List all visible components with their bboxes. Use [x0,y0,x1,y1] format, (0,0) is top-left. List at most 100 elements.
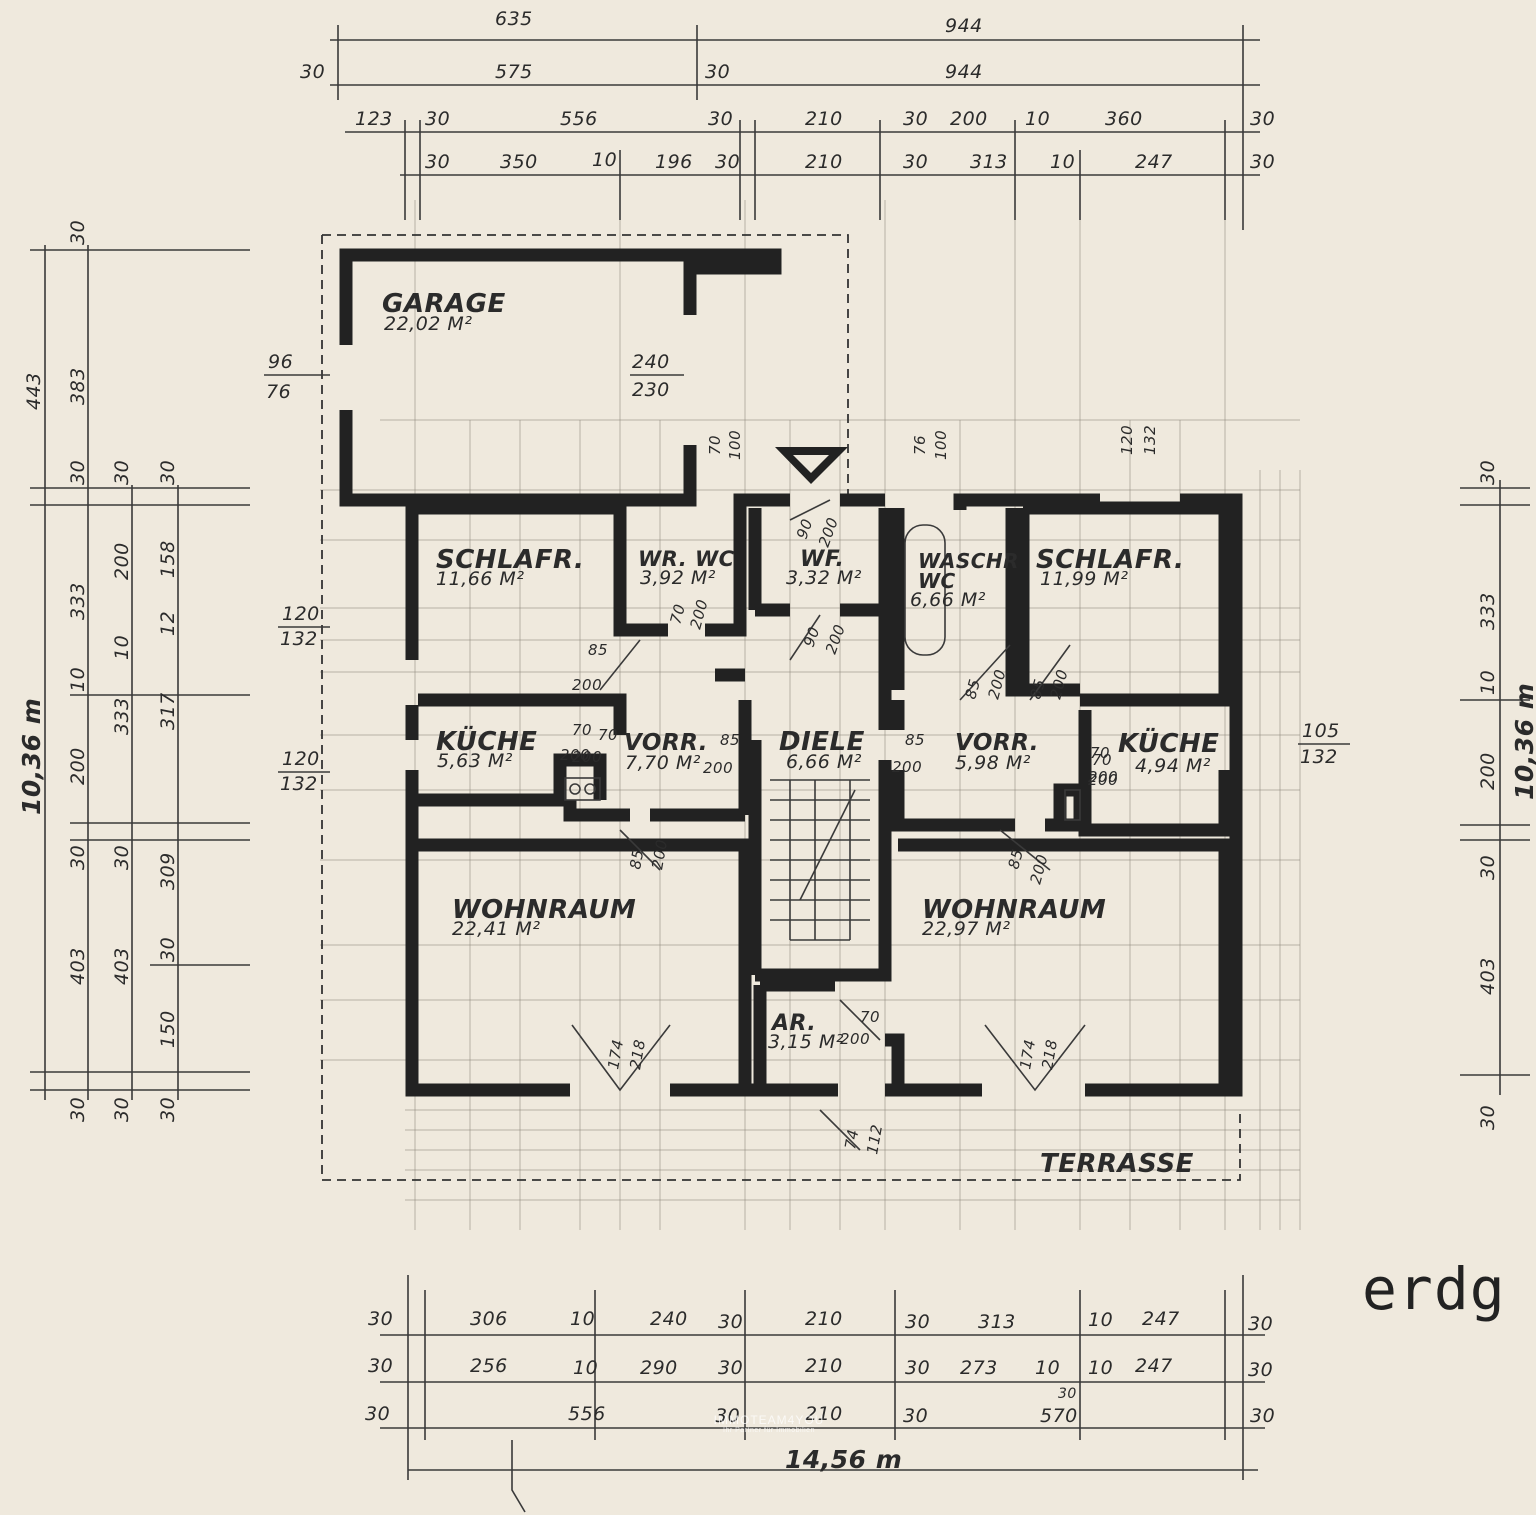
dim-bottom: 30 [905,1311,930,1333]
dim-bottom: 210 [805,1355,843,1377]
door-dim: 85 [1004,847,1027,871]
dim-left: 333 [67,582,89,620]
dim-bottom: 30 [715,1405,740,1427]
dim-top: 10 [592,149,617,171]
diele-label: DIELE [779,727,865,757]
dim-right: 30 [1477,855,1499,880]
dim-bottom: 247 [1135,1355,1173,1377]
total-height-left: 10,36 m [17,698,46,815]
dim-left: 383 [67,367,89,405]
entrance-marker [775,447,848,484]
door-dim: 90 [793,516,817,541]
dim-top: 123 [355,108,393,130]
left-dims: 443 10,36 m 30 383 30 333 10 200 30 403 … [17,220,179,1122]
door-dim: 70 [666,602,689,626]
dim-bottom: 306 [470,1308,508,1330]
window-note: 96 [268,351,293,373]
dim-left: 30 [157,1097,179,1122]
dim-top: 196 [655,151,693,173]
door-dim: 200 [703,759,733,777]
dim-bottom: 30 [1250,1405,1275,1427]
dim-top: 30 [903,108,928,130]
door-dim: 200 [1088,771,1118,789]
storage-area: 3,15 M² [768,1031,844,1053]
stove [564,777,601,801]
dim-bottom: 30 [1248,1313,1273,1335]
kitchen-left-area: 5,63 M² [437,750,513,772]
dim-right: 403 [1477,957,1499,995]
dim-top: 247 [1135,151,1173,173]
laundry-area: 6,66 M² [910,589,986,611]
dim-right: 30 [1477,460,1499,485]
window-note: 132 [280,773,318,795]
dim-bottom: 210 [805,1308,843,1330]
dim-top: 30 [705,61,730,83]
dim-top: 30 [715,151,740,173]
watermark-tagline: Ihr Partner für Immobilien [723,1427,815,1434]
dim-left: 30 [111,845,133,870]
dim-top: 944 [945,61,983,83]
dim-left: 333 [111,697,133,735]
window-note: 120 [1118,425,1136,455]
window-note: 230 [632,379,670,401]
door-dim: 200 [815,515,842,549]
door-dim: 85 [1026,677,1049,701]
dim-left: 443 [23,372,45,410]
dim-top: 210 [805,151,843,173]
bedroom-left-area: 11,66 M² [436,568,524,590]
living-right-label: WOHNRAUM [922,895,1106,925]
garage-area: 22,02 M² [384,313,472,335]
door-dim: 174 [1016,1038,1039,1071]
dim-left: 309 [157,852,179,890]
window-note: 100 [932,430,950,460]
walls [339,248,1243,1097]
dim-bottom: 273 [960,1357,998,1379]
door-dim: 85 [961,677,984,701]
dim-top: 350 [500,151,538,173]
storage-label: AR. [770,1011,816,1036]
door-dim: 174 [604,1038,627,1071]
dim-right: 10 [1477,670,1499,695]
dim-left: 30 [157,937,179,962]
dim-left: 30 [157,460,179,485]
hall-right-area: 5,98 M² [955,752,1031,774]
dim-bottom: 30 [905,1357,930,1379]
living-left-area: 22,41 M² [452,918,540,940]
dim-bottom: 240 [650,1308,688,1330]
laundry-label-wc: WC [918,569,956,593]
hall-left-area: 7,70 M² [625,752,701,774]
dim-left: 158 [157,540,179,578]
bedroom-right-area: 11,99 M² [1040,568,1128,590]
door-dim: 218 [1038,1038,1061,1071]
dim-bottom: 30 [1248,1359,1273,1381]
dim-top: 556 [560,108,598,130]
kitchen-right-label: KÜCHE [1118,726,1219,759]
dim-bottom: 30 [1058,1386,1077,1402]
hall-right-label: VORR. [955,730,1039,756]
laundry-label: WASCHR [918,549,1019,573]
dim-bottom: 10 [1035,1357,1060,1379]
dim-bottom: 256 [470,1355,508,1377]
window-note: 76 [911,435,929,455]
dimension-lines [30,25,1530,1513]
door-dim: 85 [626,848,647,871]
window-note: 132 [1300,746,1338,768]
dim-right: 200 [1477,752,1499,790]
door-dim: 200 [840,1030,870,1048]
dim-left: 30 [67,845,89,870]
dim-top: 30 [903,151,928,173]
kitchen-right-area: 4,94 M² [1135,755,1211,777]
window-note: 76 [266,381,291,403]
dim-bottom: 30 [368,1355,393,1377]
dim-bottom: 30 [903,1405,928,1427]
dim-bottom: 10 [573,1357,598,1379]
door-dim: 85 [905,731,925,749]
dim-left: 30 [67,460,89,485]
dim-top: 635 [495,8,533,30]
dim-bottom: 210 [805,1403,843,1425]
dim-top: 944 [945,15,983,37]
dim-left: 317 [157,692,179,730]
terrace-label: TERRASSE [1040,1149,1194,1179]
dim-left: 10 [111,635,133,660]
